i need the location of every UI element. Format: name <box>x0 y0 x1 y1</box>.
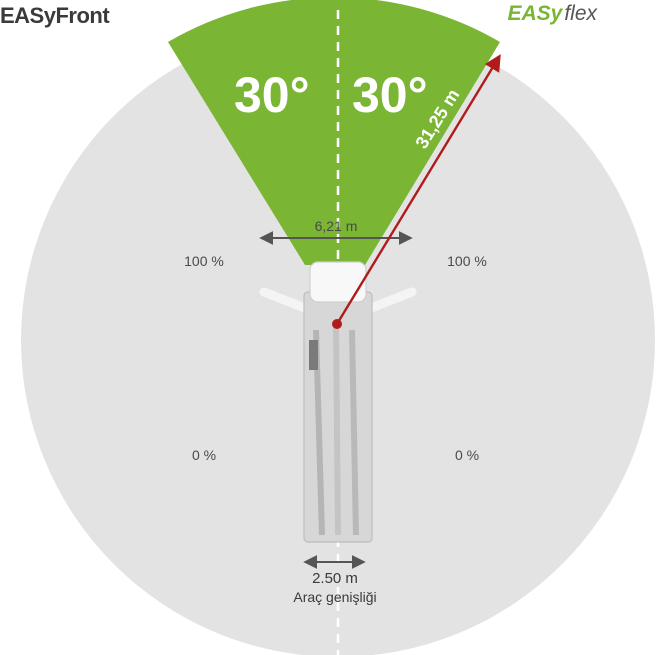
vehicle-width-caption: Araç genişliği <box>293 589 376 605</box>
zone-lower-left-label: 0 % <box>192 447 216 463</box>
vehicle-cabin <box>309 261 367 303</box>
vehicle-width-label-bg <box>306 569 364 587</box>
vehicle-top-view <box>259 261 417 543</box>
vehicle-detail <box>309 340 318 370</box>
logo-light-part: flex <box>564 2 597 25</box>
boom-segment <box>333 324 341 536</box>
right-outrigger <box>361 287 417 315</box>
left-outrigger <box>259 287 315 315</box>
zone-upper-left-label: 100 % <box>184 253 224 269</box>
logo-bold-part: EASy <box>507 2 563 25</box>
left-angle-label: 30° <box>234 67 310 123</box>
boom-segment <box>349 329 359 536</box>
product-title: EASyFront <box>0 3 110 28</box>
front-sector <box>168 0 500 265</box>
zone-upper-right-label: 100 % <box>447 253 487 269</box>
brand-logo: EASyflex <box>507 2 597 26</box>
zone-lower-right-label: 0 % <box>455 447 479 463</box>
vehicle-width-value: 2.50 m <box>312 570 358 587</box>
slewing-center <box>332 319 342 329</box>
front-width-label: 6,21 m <box>315 218 358 234</box>
right-angle-label: 30° <box>352 67 428 123</box>
reach-arrow <box>335 54 501 325</box>
